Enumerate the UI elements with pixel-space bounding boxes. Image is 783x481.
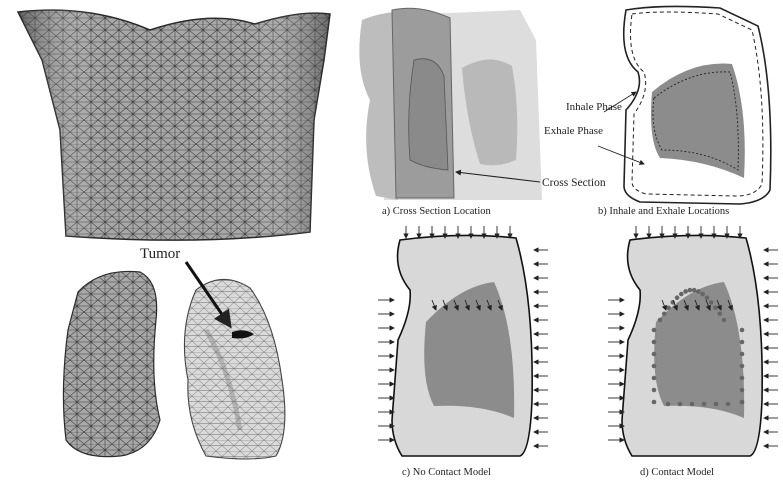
contact-dot — [652, 388, 657, 393]
contact-dot — [679, 292, 684, 297]
contact-dot — [675, 295, 680, 300]
contact-dot — [692, 288, 697, 293]
caption-a: a) Cross Section Location — [382, 206, 492, 217]
contact-dot — [666, 305, 671, 310]
contact-dot — [740, 340, 745, 345]
inhale-exhale-section — [624, 6, 771, 204]
contact-dot — [652, 352, 657, 357]
contact-dot — [666, 402, 671, 407]
contact-dot — [652, 376, 657, 381]
contact-dot — [740, 364, 745, 369]
contact-dot — [690, 402, 695, 407]
caption-c: c) No Contact Model — [402, 467, 491, 478]
contact-dot — [726, 402, 731, 407]
contact-dot — [714, 402, 719, 407]
contact-dot — [705, 295, 710, 300]
inhale-phase-label: Inhale Phase — [566, 101, 622, 113]
contact-dot — [652, 328, 657, 333]
no-contact-model — [378, 226, 548, 456]
contact-dot — [740, 388, 745, 393]
contact-dot — [696, 289, 701, 294]
contact-dot — [740, 328, 745, 333]
contact-dot — [688, 288, 693, 293]
contact-dot — [683, 289, 688, 294]
contact-dot — [740, 400, 745, 405]
contact-dot — [740, 376, 745, 381]
caption-b: b) Inhale and Exhale Locations — [598, 206, 729, 217]
contact-dot — [740, 352, 745, 357]
contact-dot — [662, 311, 667, 316]
contact-dot — [678, 402, 683, 407]
contact-dot — [652, 364, 657, 369]
caption-d: d) Contact Model — [640, 467, 714, 478]
right-lung-mesh — [184, 279, 284, 459]
contact-model — [608, 226, 778, 456]
left-lung-mesh — [63, 271, 160, 456]
exhale-phase-label: Exhale Phase — [544, 125, 603, 137]
contact-dot — [652, 340, 657, 345]
contact-dot — [702, 402, 707, 407]
contact-dot — [652, 400, 657, 405]
cross-section-label: Cross Section — [542, 177, 606, 189]
contact-dot — [709, 300, 714, 305]
cross-section-3d-view — [359, 8, 542, 200]
torso-mesh — [18, 10, 330, 240]
contact-dot — [713, 305, 718, 310]
contact-dot — [717, 311, 722, 316]
contact-dot — [658, 318, 663, 323]
contact-dot — [700, 292, 705, 297]
tumor-label: Tumor — [140, 246, 180, 262]
contact-dot — [722, 318, 727, 323]
